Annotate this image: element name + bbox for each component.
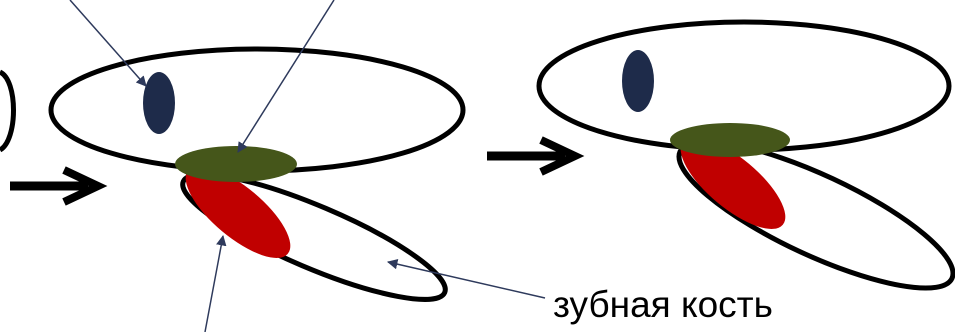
joint-bone-2 [670,123,790,157]
pointer-line-dentary [388,262,545,298]
partial-shape-left-edge [0,72,14,150]
pointer-line-joint [238,0,334,152]
transition-arrow-1 [10,170,98,202]
label-dentary-bone: зубная кость [553,283,773,327]
joint-bone-1 [175,146,297,182]
stage-2-skull [539,22,955,315]
stage-1-skull [51,49,463,321]
transition-arrow-2 [487,140,575,172]
eye-1 [143,72,175,134]
eye-2 [622,50,654,112]
pointer-line-eye [70,0,146,86]
pointer-line-process [205,236,223,332]
